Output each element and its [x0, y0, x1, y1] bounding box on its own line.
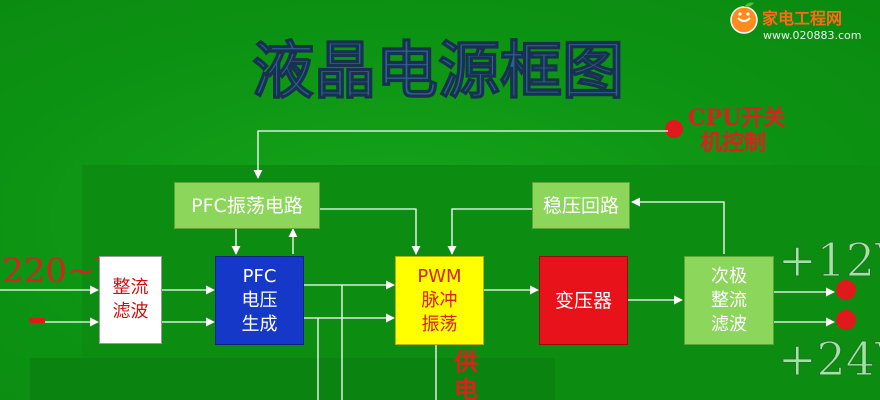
cpu-control-line2: 机控制 — [700, 130, 766, 156]
lower-panel — [30, 358, 555, 400]
watermark: 家电工程网 www.020883.com — [730, 2, 861, 42]
rectifier-filter-line2: 滤波 — [112, 301, 149, 322]
output-12v-terminal — [836, 280, 856, 300]
secondary-rectifier-block: 次极 整流 滤波 — [684, 256, 774, 345]
output-24v-terminal — [836, 310, 856, 330]
rectifier-filter-block: 整流 滤波 — [99, 256, 162, 344]
pfcosc-to-pwm — [320, 208, 421, 255]
regulator-loop-block: 稳压回路 — [532, 182, 630, 229]
transformer-block: 变压器 — [539, 256, 628, 345]
watermark-site-name: 家电工程网 — [762, 9, 842, 28]
pwm-oscillator-line3: 振荡 — [421, 313, 458, 335]
secondary-rectifier-line1: 次极 — [711, 265, 747, 287]
pfc-oscillator-block: PFC振荡电路 — [174, 182, 320, 229]
pfc-voltage-gen-line2: 电压 — [241, 289, 278, 311]
pwm-oscillator-block: PWM 脉冲 振荡 — [395, 256, 484, 345]
transformer-label: 变压器 — [554, 289, 612, 312]
cpu-control-line — [253, 130, 668, 179]
output-24v-label: +24V — [778, 332, 880, 386]
power-supply-char1: 供 — [453, 347, 478, 376]
cpu-control-dot — [665, 120, 683, 138]
cpu-control-line1: CPU开关 — [688, 105, 785, 131]
regulator-to-pwm — [447, 208, 532, 255]
watermark-url: www.020883.com — [763, 29, 861, 42]
pfc-voltage-gen-line1: PFC — [242, 265, 277, 287]
page-title: 液晶电源框图 — [252, 34, 624, 107]
output-12v-label: +12V — [778, 233, 880, 287]
secondary-to-regulator — [631, 197, 725, 254]
secondary-rectifier-line3: 滤波 — [711, 313, 747, 335]
pwm-oscillator-line1: PWM — [417, 265, 462, 287]
input-terminal — [29, 318, 45, 323]
pwm-oscillator-line2: 脉冲 — [421, 289, 458, 311]
regulator-loop-label: 稳压回路 — [542, 194, 619, 217]
power-supply-char2: 电 — [454, 375, 478, 400]
pfc-voltage-gen-block: PFC 电压 生成 — [215, 256, 304, 345]
smiling-fruit-logo-icon — [730, 2, 758, 34]
secondary-rectifier-line2: 整流 — [711, 289, 747, 311]
pfc-voltage-gen-line3: 生成 — [241, 313, 278, 335]
pfc-oscillator-label: PFC振荡电路 — [191, 194, 303, 217]
rectifier-filter-line1: 整流 — [112, 277, 149, 298]
